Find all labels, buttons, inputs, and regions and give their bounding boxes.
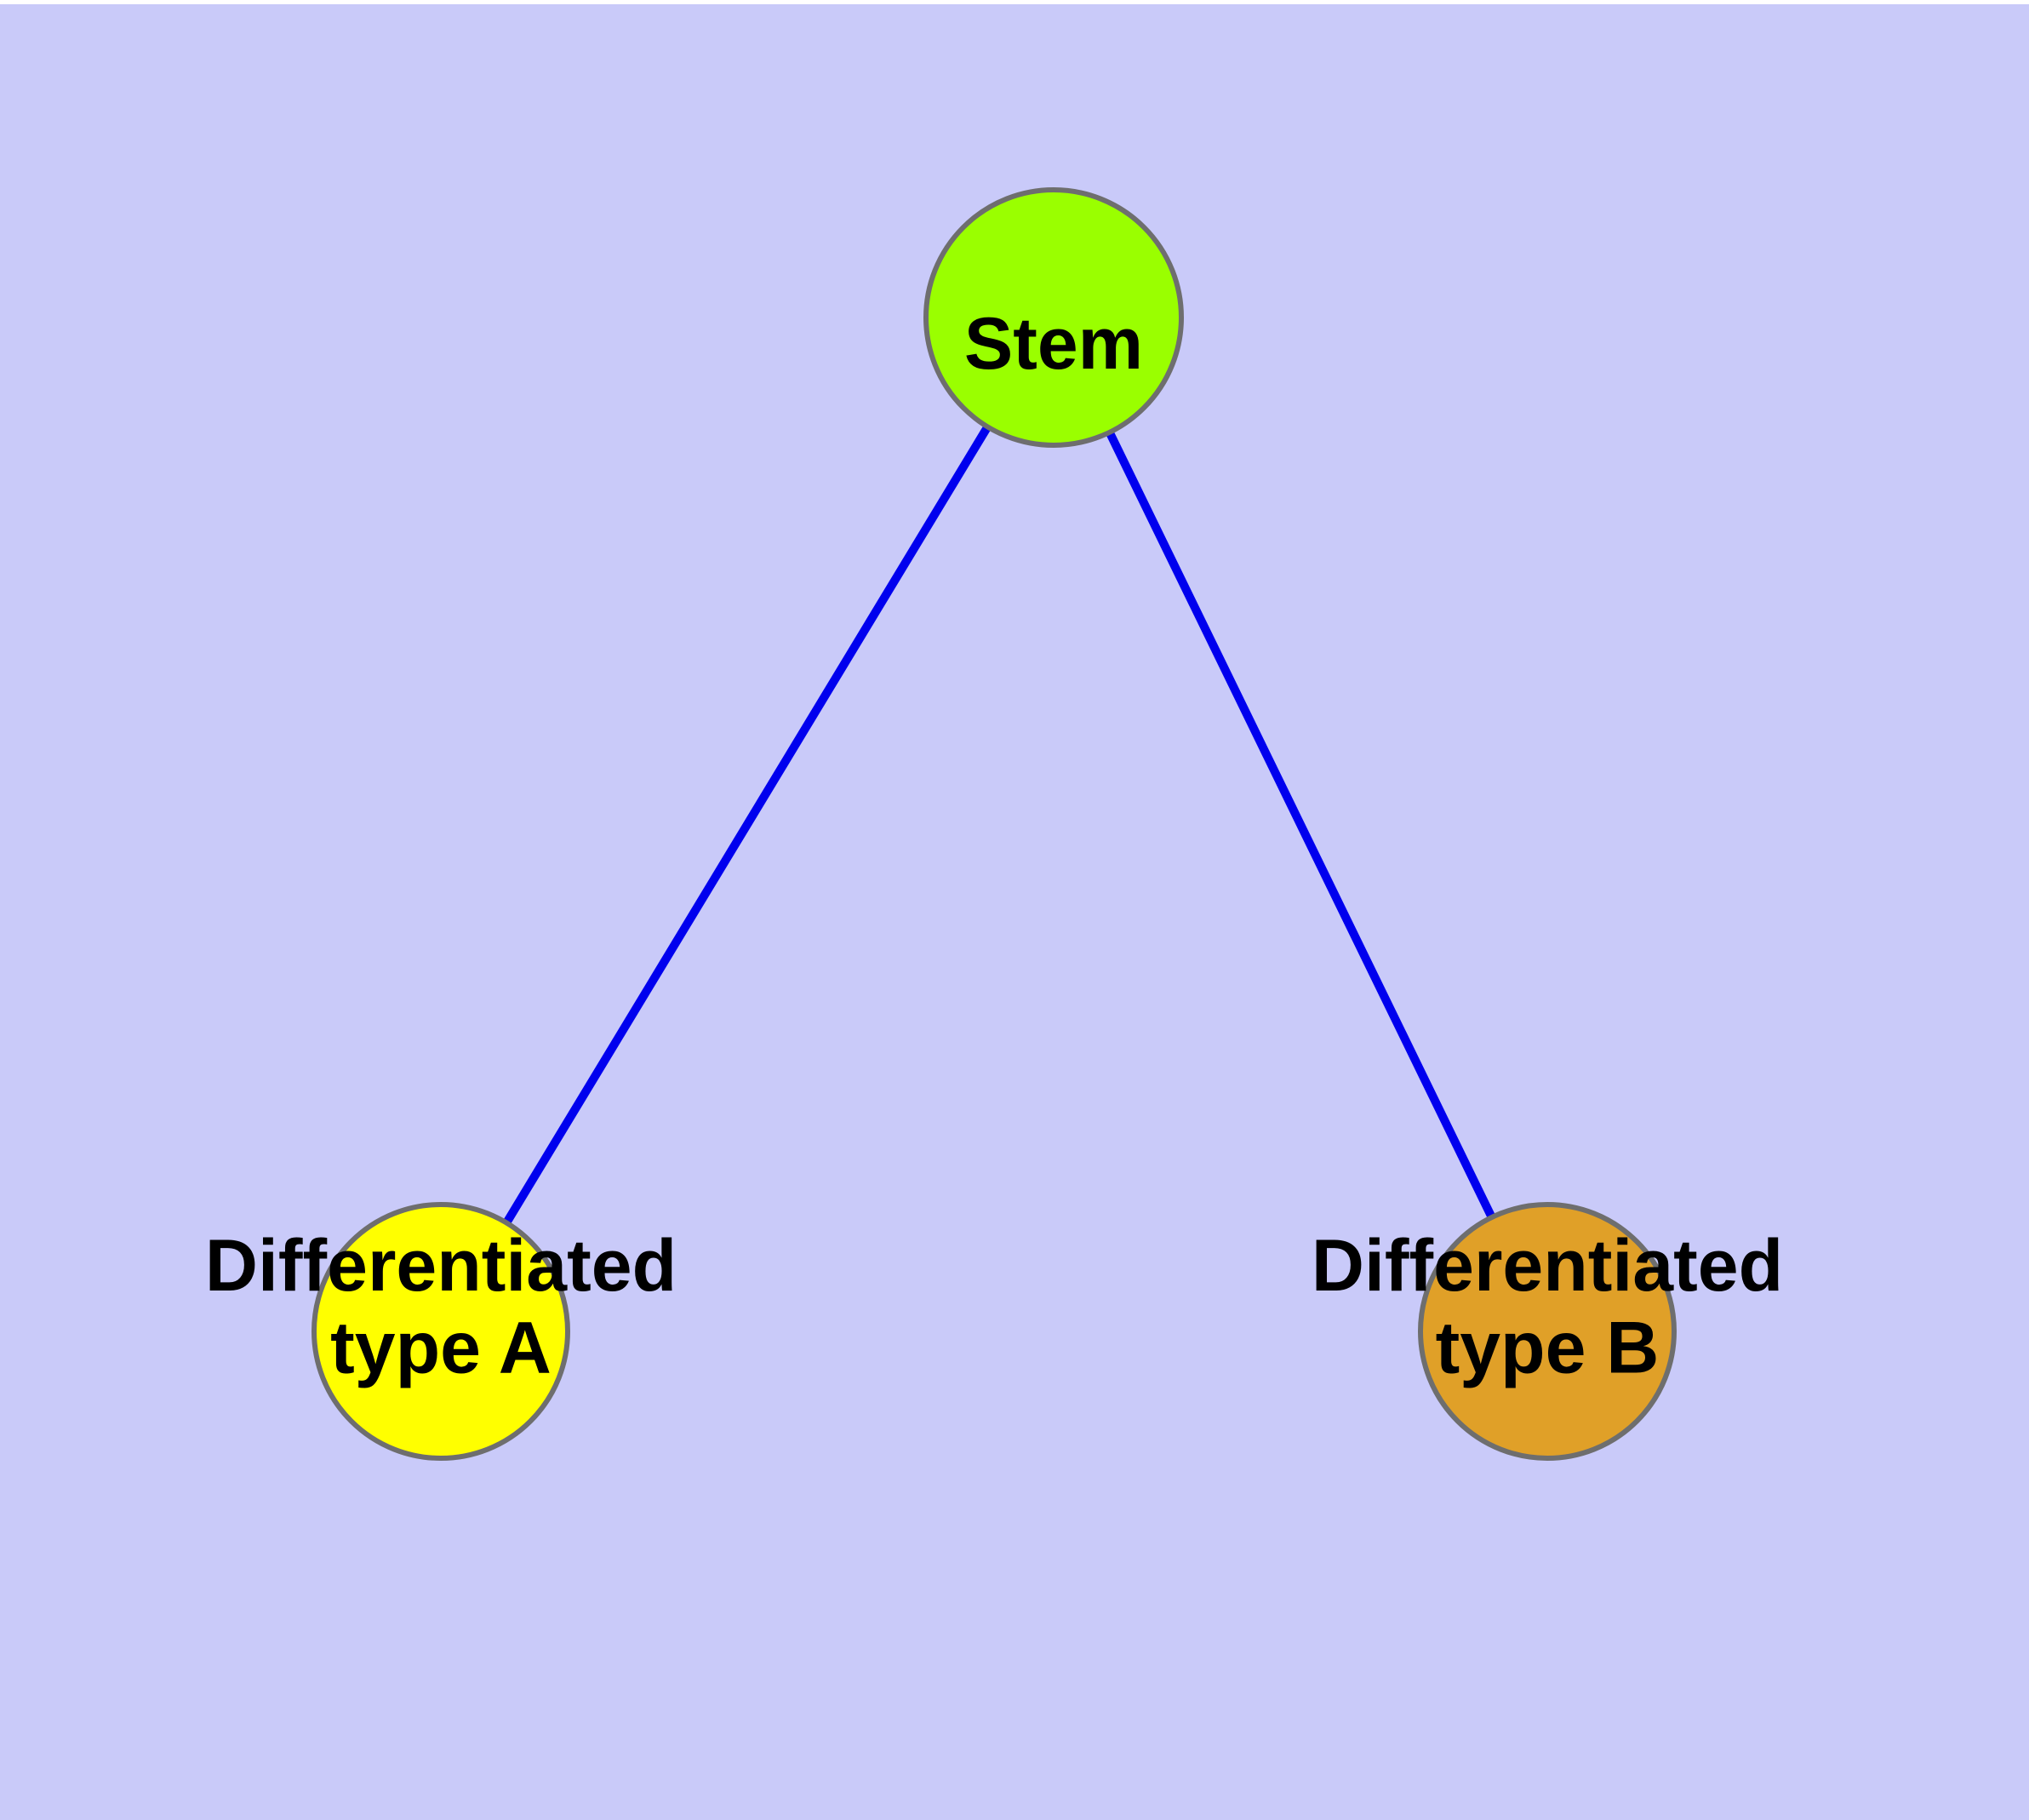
graph-node-diff_b[interactable] <box>1418 1202 1677 1461</box>
node-label-line: Differentiated <box>205 1225 677 1307</box>
node-label-line: type B <box>1436 1307 1660 1388</box>
graph-edge-stem-diff_a <box>503 426 991 1224</box>
graph-edge-stem-diff_b <box>1106 432 1495 1218</box>
edges-layer <box>503 426 1495 1224</box>
node-label-stem: Stem <box>964 303 1143 385</box>
graph-node-diff_a[interactable] <box>311 1202 570 1461</box>
node-label-line: Differentiated <box>1312 1225 1783 1307</box>
node-label-line: Stem <box>964 303 1143 385</box>
top-margin-strip <box>0 0 2029 4</box>
graph-node-stem[interactable] <box>923 187 1184 448</box>
node-label-line: type A <box>330 1307 552 1388</box>
nodes-layer <box>311 187 1677 1461</box>
